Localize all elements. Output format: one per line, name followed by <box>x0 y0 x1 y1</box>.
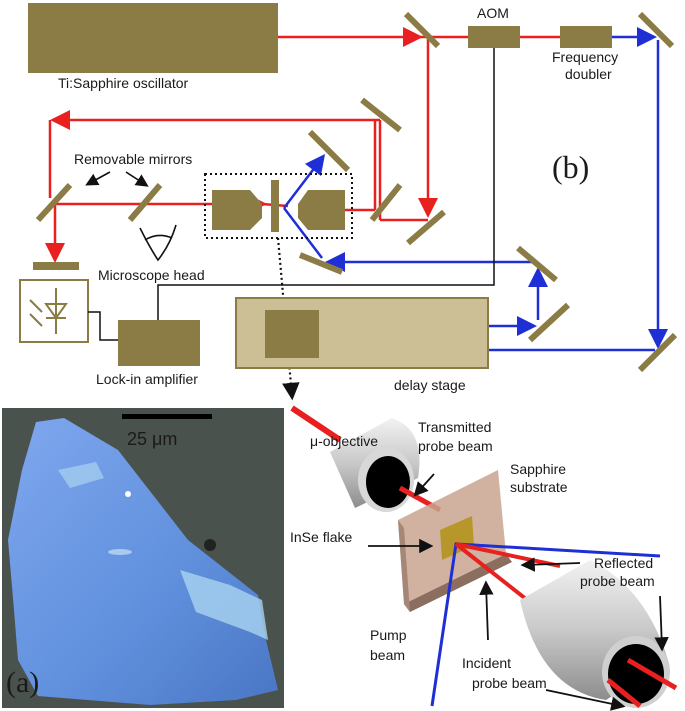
incident-label-line1: Incident <box>462 655 511 671</box>
mirror-6 <box>369 183 403 222</box>
transmitted-label-line1: Transmitted <box>418 419 491 435</box>
objective-bottom <box>520 560 678 708</box>
sapphire-label-line2: substrate <box>510 479 568 495</box>
panel-b-optical-setup: Ti:Sapphire oscillator <box>19 3 678 401</box>
mirror-7 <box>406 209 446 246</box>
mirror-9 <box>298 252 344 275</box>
mirror-5 <box>127 183 163 222</box>
sapphire-label-line1: Sapphire <box>510 461 566 477</box>
transmitted-label-line2: probe beam <box>418 438 493 454</box>
microscope-dotted-box <box>204 173 353 239</box>
delay-stage-label: delay stage <box>394 377 466 393</box>
pump-label-line1: Pump <box>370 627 407 643</box>
panel-b-label: (b) <box>552 149 589 185</box>
mirror-1 <box>403 11 441 49</box>
scale-bar-label: 25 μm <box>127 429 177 449</box>
mirror-11 <box>527 302 571 343</box>
delay-stage-retroreflector <box>265 310 319 358</box>
mirror-12 <box>637 332 678 373</box>
lockin-box <box>118 320 200 366</box>
doubler-label-line1: Frequency <box>552 49 618 65</box>
lockin-label: Lock-in amplifier <box>96 371 198 387</box>
objective-label: μ-objective <box>310 433 378 449</box>
doubler-label-line2: doubler <box>565 66 612 82</box>
reflected-beam <box>455 542 561 568</box>
eye-icon <box>139 224 177 262</box>
panel-a-label: (a) <box>6 666 39 699</box>
frequency-doubler-box <box>560 26 612 48</box>
aom-box <box>468 26 520 48</box>
objective-top <box>330 418 420 512</box>
aom-label: AOM <box>477 5 509 21</box>
mirror-3 <box>360 97 402 133</box>
sample-holder <box>271 180 279 232</box>
mirror-2 <box>637 11 675 49</box>
pump-label-line2: beam <box>370 647 405 663</box>
oscillator-box <box>28 3 278 73</box>
mirrors <box>35 11 678 373</box>
zoom-dotted-arrow <box>276 237 300 401</box>
photodiode-icon <box>19 279 89 343</box>
inse-flake-image <box>8 418 278 705</box>
probe-beam-in <box>290 405 342 443</box>
aom-signal-wire <box>157 48 495 320</box>
panel-a-micrograph: 25 μm (a) <box>2 408 284 708</box>
removable-mirrors-label: Removable mirrors <box>74 151 192 167</box>
microscope-head-label: Microscope head <box>98 267 205 283</box>
detector-wire <box>88 311 120 341</box>
mirror-4 <box>35 182 73 223</box>
reflected-label-line1: Reflected <box>594 555 653 571</box>
oscillator-label: Ti:Sapphire oscillator <box>58 75 189 91</box>
scale-bar <box>122 414 212 419</box>
inse-flake-label: InSe flake <box>290 529 352 545</box>
objective-left <box>212 190 262 230</box>
mirror-10 <box>516 245 558 283</box>
objective-right <box>298 190 345 230</box>
mirror-8 <box>307 129 351 173</box>
incident-label-line2: probe beam <box>472 675 547 691</box>
detector-filter <box>33 262 79 270</box>
reflected-label-line2: probe beam <box>580 573 655 589</box>
sample-illustration: μ-objective Transmitted probe beam Sapph… <box>290 405 678 711</box>
